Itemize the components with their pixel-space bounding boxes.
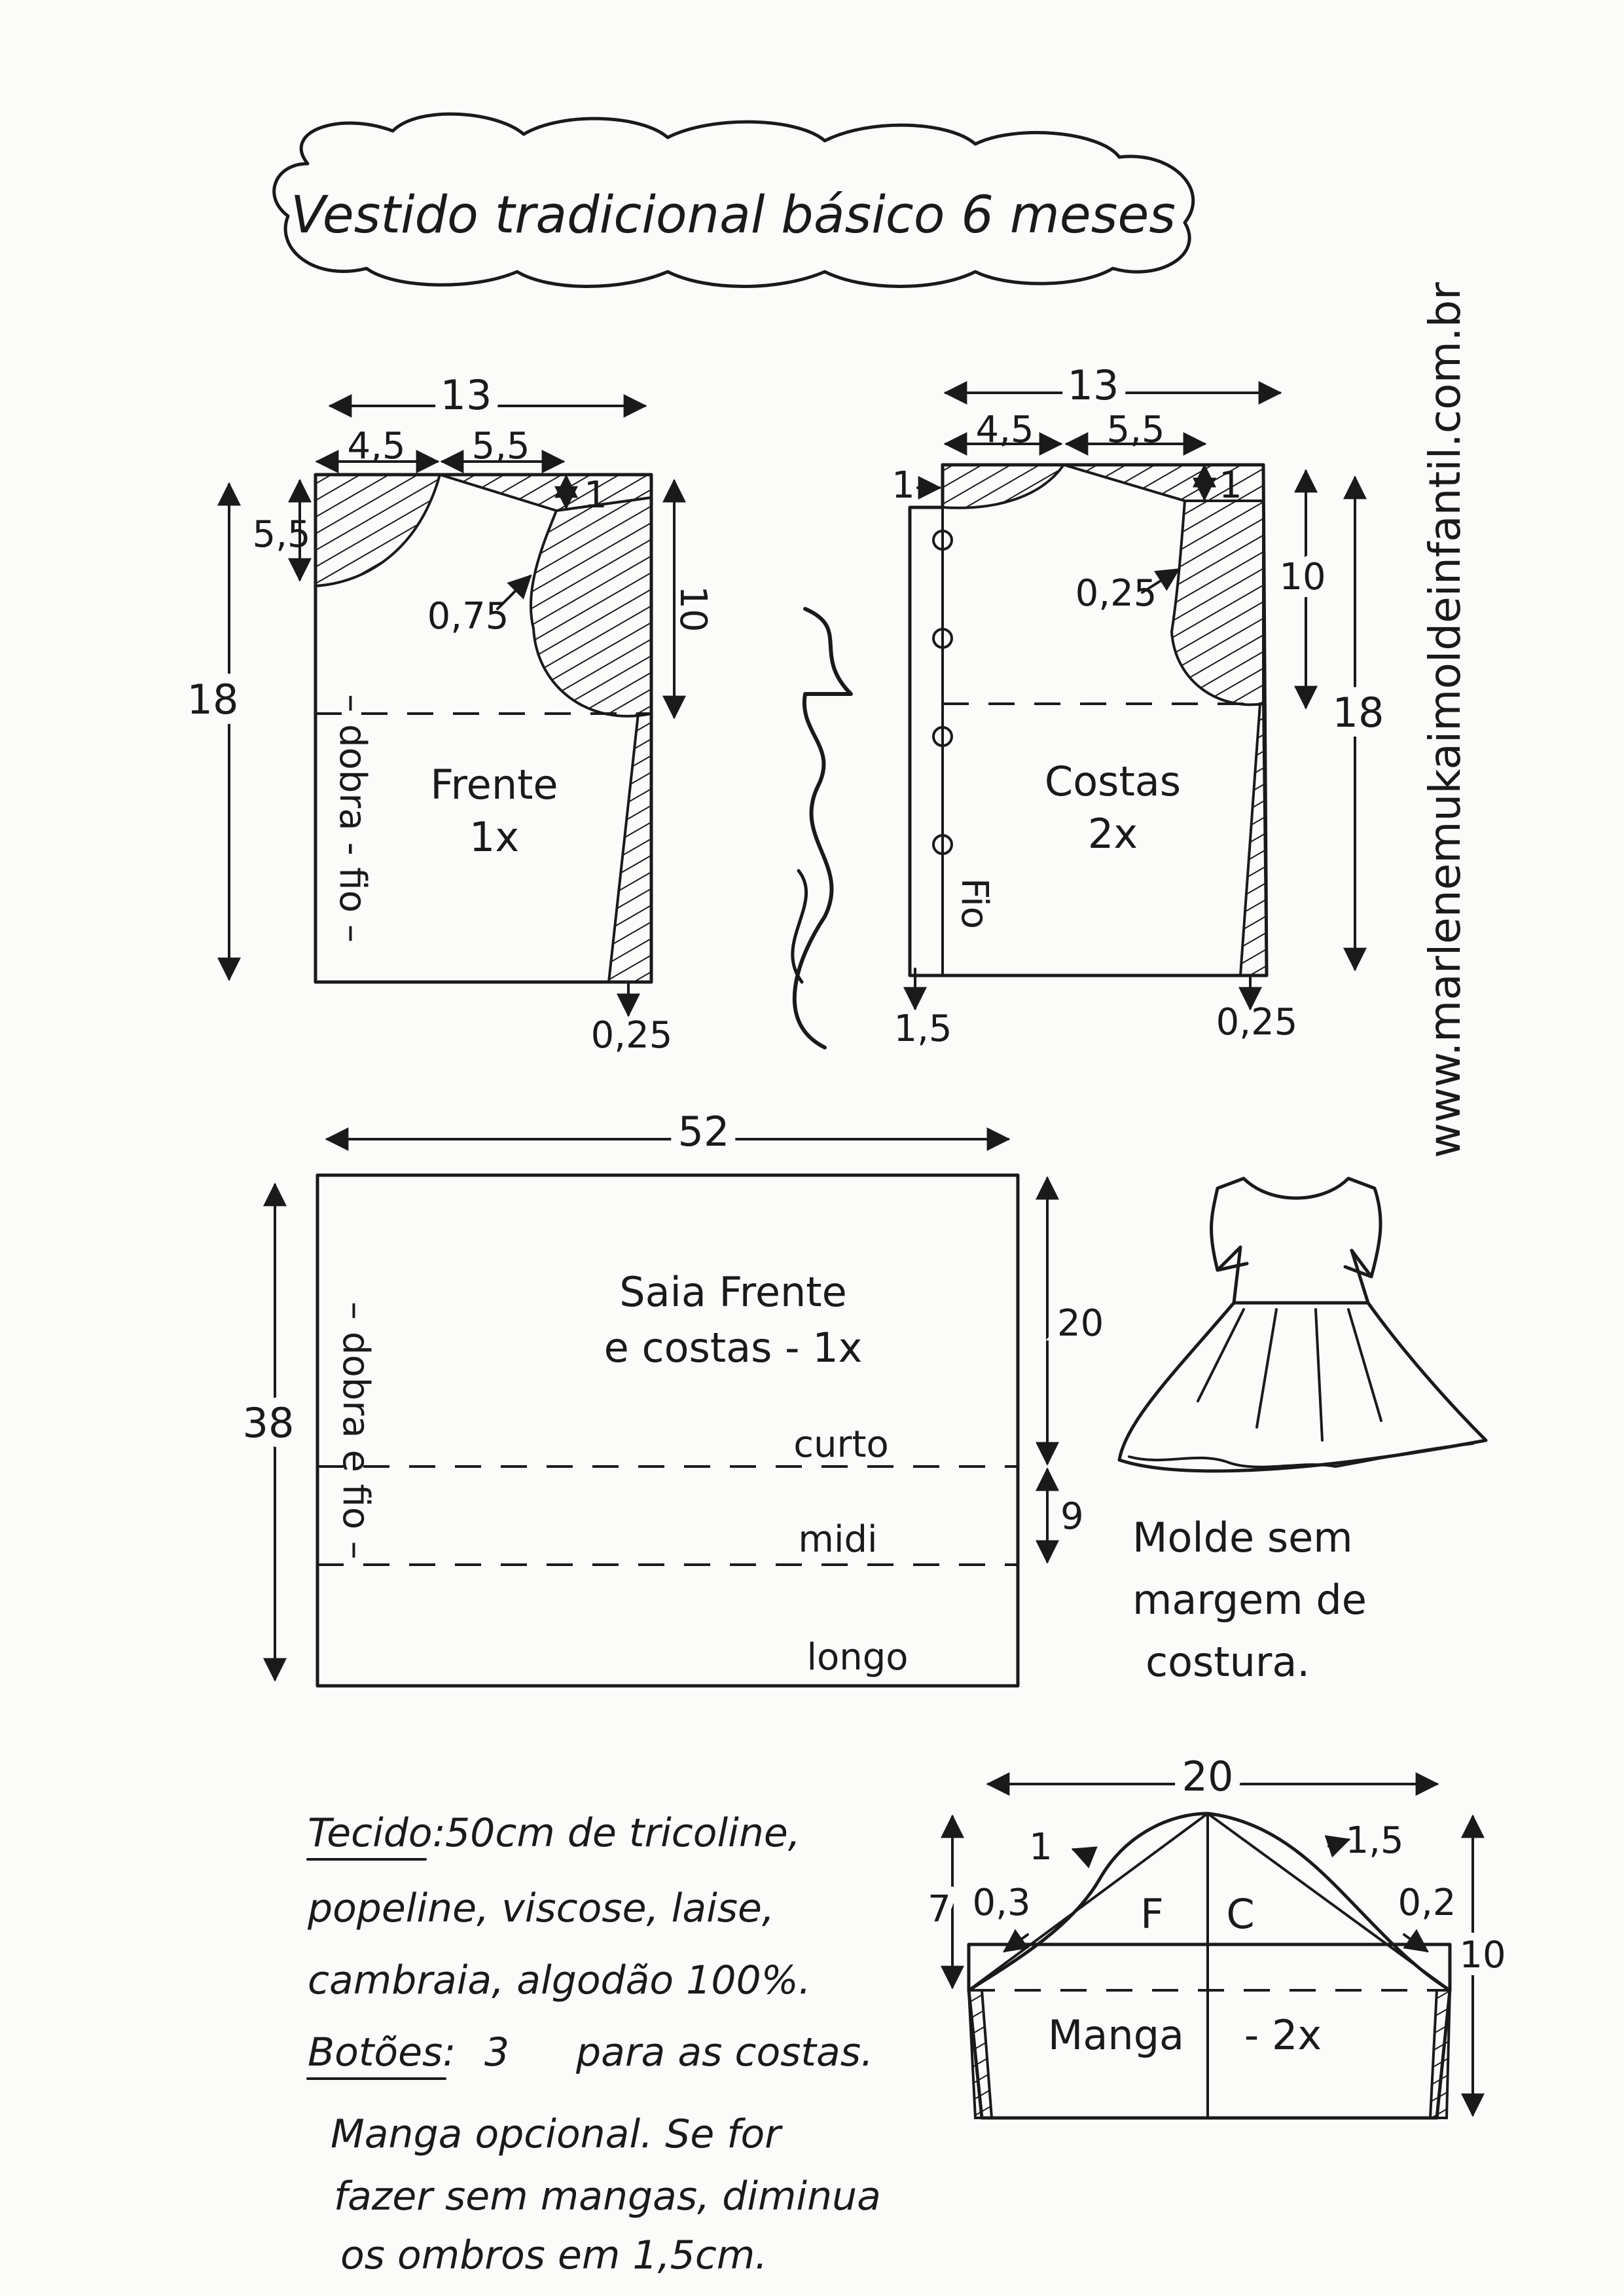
sleeve-label: Manga — [1048, 2011, 1184, 2059]
signature — [791, 607, 853, 1049]
front-armhole-depth: 10 — [672, 585, 714, 632]
button-icon — [932, 530, 953, 551]
back-length: 18 — [1333, 689, 1384, 737]
fabric-label: Tecido: — [308, 1810, 446, 1856]
sleeve-length: 10 — [1459, 1934, 1506, 1977]
sleeve-front-label: F — [1140, 1890, 1164, 1938]
skirt-midi-extra: 9 — [1060, 1495, 1084, 1538]
back-neck-width: 4,5 — [975, 409, 1034, 451]
back-armhole-curve: 0,25 — [1075, 572, 1157, 615]
skirt-length: 38 — [243, 1399, 295, 1447]
sleeve-note-line3: os ombros em 1,5cm. — [340, 2232, 767, 2278]
front-width: 13 — [441, 371, 492, 419]
front-shoulder-drop: 1 — [584, 474, 607, 517]
sleeve-back-label: C — [1226, 1890, 1254, 1938]
seam-note-line1: Molde sem — [1132, 1514, 1353, 1561]
back-placket: 1,5 — [893, 1008, 952, 1050]
skirt-label-line1: Saia Frente — [619, 1268, 846, 1316]
skirt-width: 52 — [678, 1108, 730, 1156]
back-side-offset: 0,25 — [1216, 1001, 1298, 1044]
back-grain-label: Fio — [953, 878, 996, 929]
back-count: 2x — [1088, 810, 1138, 858]
seam-note-line3: costura. — [1146, 1638, 1310, 1686]
button-icon — [932, 834, 953, 855]
front-length: 18 — [187, 676, 239, 723]
back-bodice-piece: 13 4,5 5,5 1 1 10 0,25 18 0,25 1,5 Fio C… — [892, 352, 1394, 1050]
skirt-short-length: 20 — [1057, 1302, 1104, 1345]
fabric-line3: cambraia, algodão 100%. — [308, 1958, 811, 2003]
back-neck-depth: 1 — [892, 464, 915, 507]
front-bodice-piece: 13 4,5 5,5 5,5 1 10 0,75 18 0,25 – dobra… — [177, 361, 714, 1057]
sleeve-width: 20 — [1182, 1753, 1234, 1800]
page-title: Vestido tradicional básico 6 meses — [291, 186, 1176, 245]
button-icon — [932, 628, 953, 649]
sleeve-back-low: 0,2 — [1398, 1882, 1456, 1924]
seam-allowance-note: Molde sem margem de costura. — [1132, 1514, 1367, 1686]
sleeve-count: - 2x — [1244, 2011, 1322, 2059]
front-neck-width: 4,5 — [347, 425, 405, 467]
title-banner: Vestido tradicional básico 6 meses — [272, 112, 1195, 288]
skirt-line-midi: midi — [798, 1518, 877, 1561]
front-shoulder: 5,5 — [471, 425, 530, 467]
front-armhole-curve: 0,75 — [427, 595, 509, 638]
fabric-line1: 50cm de tricoline, — [445, 1810, 801, 1856]
front-side-offset: 0,25 — [591, 1014, 673, 1057]
seam-note-line2: margem de — [1132, 1576, 1367, 1624]
back-shoulder-drop: 1 — [1219, 464, 1242, 507]
fabric-line2: popeline, viscose, laise, — [307, 1886, 774, 1931]
sleeve-back-curve: 1,5 — [1345, 1819, 1403, 1862]
skirt-fold-label: – dobra e fio – — [334, 1302, 377, 1559]
materials-notes: Tecido: 50cm de tricoline, popeline, vis… — [306, 1810, 881, 2278]
buttons-text: para as costas. — [575, 2030, 873, 2075]
sleeve-front-curve: 1 — [1029, 1826, 1053, 1868]
website-url: www.marlenemukaimoldeinfantil.com.br — [1420, 282, 1470, 1158]
sleeve-note-line2: fazer sem mangas, diminua — [334, 2174, 881, 2219]
skirt-line-long: longo — [806, 1636, 908, 1679]
buttons-label: Botões: — [308, 2030, 456, 2075]
button-icon — [932, 726, 953, 747]
back-shoulder: 5,5 — [1106, 409, 1164, 451]
back-armhole-depth: 10 — [1279, 556, 1326, 598]
back-label: Costas — [1045, 757, 1181, 805]
front-fold-label: – dobra - fio – — [331, 694, 374, 943]
skirt-line-short: curto — [793, 1423, 889, 1466]
skirt-label-line2: e costas - 1x — [604, 1324, 863, 1372]
sleeve-cap-height: 7 — [928, 1888, 951, 1931]
dress-illustration — [1117, 1176, 1488, 1473]
back-width: 13 — [1068, 361, 1119, 409]
sleeve-piece: F C Manga - 2x 20 7 10 1 1,5 0,3 0,2 — [920, 1743, 1514, 2120]
front-count: 1x — [469, 813, 519, 861]
front-neck-depth: 5,5 — [252, 513, 310, 556]
sleeve-front-low: 0,3 — [972, 1882, 1030, 1924]
buttons-count: 3 — [484, 2030, 509, 2075]
sleeve-note-line1: Manga opcional. Se for — [331, 2111, 783, 2157]
skirt-piece: 52 38 20 9 – dobra e fio – Saia Frente e… — [233, 1098, 1111, 1688]
front-label: Frente — [430, 761, 558, 809]
